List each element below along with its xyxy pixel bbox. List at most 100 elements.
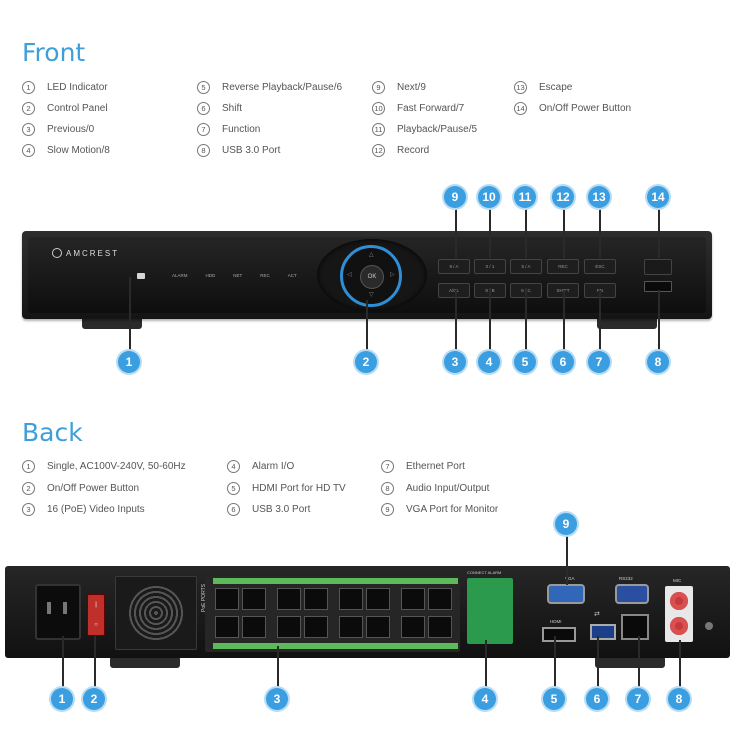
callout-badge: 9 <box>555 513 577 535</box>
down-arrow-icon[interactable]: ▽ <box>369 292 374 298</box>
poe-label: PoE PORTS <box>201 584 207 612</box>
power-button[interactable] <box>644 259 672 275</box>
leader-line <box>94 636 96 692</box>
vga-port[interactable] <box>547 584 585 604</box>
callout-badge: 10 <box>478 186 500 208</box>
up-arrow-icon[interactable]: △ <box>369 252 374 258</box>
playback-button[interactable]: 5 / A <box>510 259 542 274</box>
next-button[interactable]: 9 / A <box>438 259 470 274</box>
escape-button[interactable]: ESC <box>584 259 616 274</box>
leader-line <box>485 640 487 692</box>
rj45-port[interactable] <box>339 616 363 638</box>
ethernet-port[interactable] <box>621 614 649 640</box>
audio-out-jack[interactable] <box>670 617 688 635</box>
rj45-port[interactable] <box>366 588 390 610</box>
rj45-port[interactable] <box>428 616 452 638</box>
rj45-port[interactable] <box>401 616 425 638</box>
rj45-port[interactable] <box>428 588 452 610</box>
fast-forward-button[interactable]: 0 / 1 <box>474 259 506 274</box>
brand-logo: AMCREST <box>52 248 119 258</box>
leader-line <box>658 208 660 258</box>
leader-line <box>563 290 565 352</box>
mic-label: MIC <box>673 578 682 583</box>
callout-badge: 1 <box>118 351 140 373</box>
back-foot <box>110 656 180 668</box>
leader-line <box>638 636 640 692</box>
callout-badge: 4 <box>474 688 496 710</box>
leader-line <box>554 636 556 692</box>
ground-screw-icon <box>705 622 713 630</box>
callout-badge: 12 <box>552 186 574 208</box>
leader-line <box>129 277 131 352</box>
control-dial[interactable]: △ ◁ ▷ ▽ OK <box>340 245 402 307</box>
callout-badge: 5 <box>514 351 536 373</box>
previous-button[interactable]: A/CL <box>438 283 470 298</box>
callout-badge: 3 <box>266 688 288 710</box>
callout-badge: 5 <box>543 688 565 710</box>
record-button[interactable]: REC <box>547 259 579 274</box>
ac-power-inlet[interactable] <box>35 584 81 640</box>
left-arrow-icon[interactable]: ◁ <box>347 272 352 278</box>
leader-line <box>489 208 491 258</box>
ok-button[interactable]: OK <box>360 265 384 289</box>
inlet-pin <box>63 602 67 614</box>
power-switch[interactable]: | ○ <box>87 594 105 636</box>
callout-badge: 2 <box>355 351 377 373</box>
leader-line <box>525 208 527 258</box>
rj45-port[interactable] <box>304 616 328 638</box>
rj45-port[interactable] <box>242 616 266 638</box>
rj45-port[interactable] <box>401 588 425 610</box>
rj45-port[interactable] <box>215 588 239 610</box>
audio-in-jack[interactable] <box>670 592 688 610</box>
rj45-port[interactable] <box>277 588 301 610</box>
power-on-icon: | <box>95 602 97 608</box>
callout-badge: 11 <box>514 186 536 208</box>
callout-badge: 8 <box>647 351 669 373</box>
callout-badge: 13 <box>588 186 610 208</box>
rj45-port[interactable] <box>242 588 266 610</box>
callout-badge: 2 <box>83 688 105 710</box>
callout-badge: 1 <box>51 688 73 710</box>
callout-badge: 6 <box>552 351 574 373</box>
usb-icon: ⇄ <box>594 611 600 618</box>
rs232-label: RS232 <box>619 576 633 581</box>
poe-port-block: PoE PORTS <box>201 576 460 652</box>
rj45-port[interactable] <box>366 616 390 638</box>
rj45-port[interactable] <box>215 616 239 638</box>
leader-line <box>566 535 568 585</box>
rj45-port[interactable] <box>304 588 328 610</box>
leader-line <box>455 208 457 258</box>
usb-port-back[interactable] <box>590 624 616 640</box>
hdmi-label: HDMI <box>550 619 562 624</box>
rj45-port[interactable] <box>339 588 363 610</box>
alarm-io-terminal[interactable]: CONNECT ALARM <box>467 570 513 644</box>
callout-badge: 6 <box>586 688 608 710</box>
rj45-port[interactable] <box>277 616 301 638</box>
status-labels: ALARM HDD NET REC ACT <box>172 273 297 278</box>
led-indicator <box>137 273 145 279</box>
callout-badge: 8 <box>668 688 690 710</box>
nvr-back-panel: | ○ PoE PORTS CONNECT ALARM VGA HDMI ⇄ R… <box>5 566 730 668</box>
hdmi-port[interactable] <box>542 627 576 642</box>
fan-grill-icon <box>128 585 184 641</box>
leader-line <box>599 208 601 258</box>
right-arrow-icon[interactable]: ▷ <box>390 272 395 278</box>
rs232-port[interactable] <box>615 584 649 604</box>
